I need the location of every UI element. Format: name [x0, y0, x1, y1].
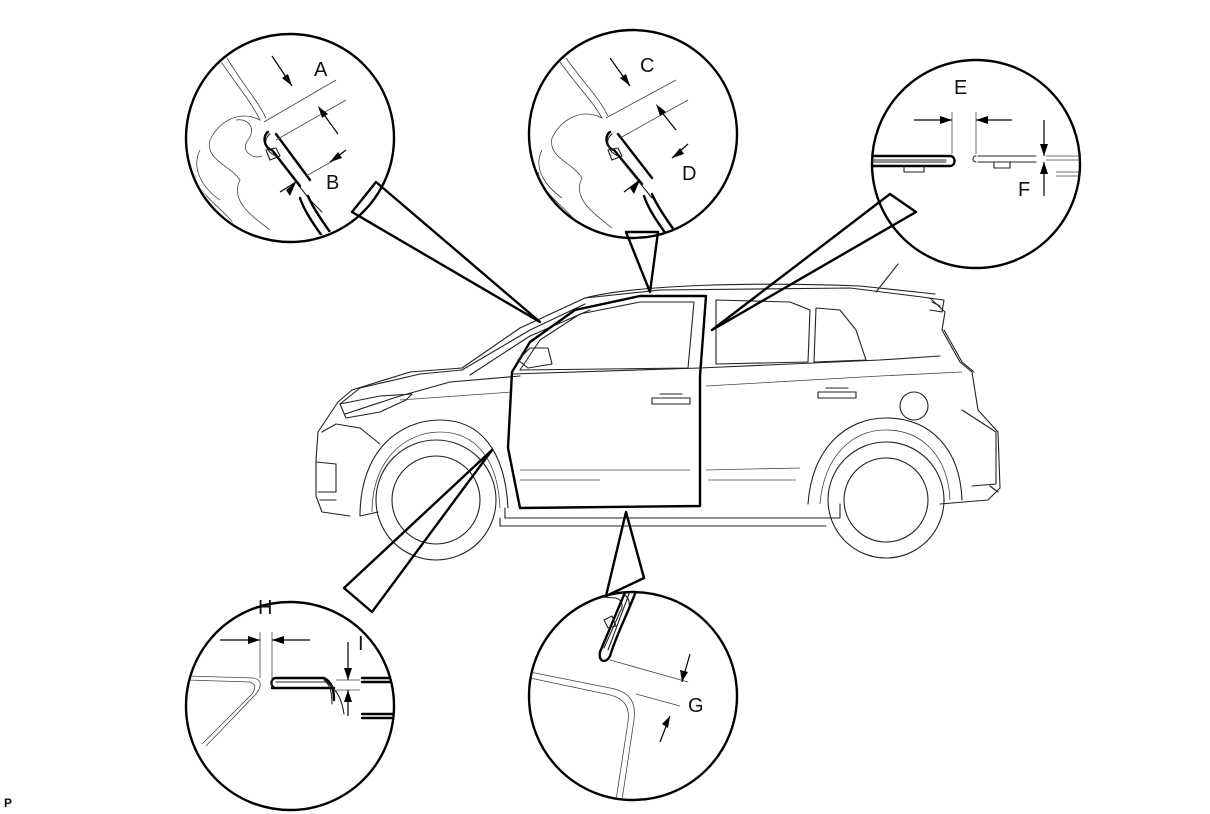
rear-rim: [843, 457, 929, 543]
label-e: E: [954, 77, 967, 99]
rear-door-window: [715, 299, 811, 365]
callout-circle-e-f: [870, 58, 1082, 270]
callout-circle-a-b: [184, 32, 396, 244]
car-windshield: [461, 303, 591, 376]
label-a: A: [314, 59, 328, 81]
car-roof: [584, 283, 941, 307]
rear-wheel-arch: [807, 417, 963, 505]
front-door-handle: [651, 393, 691, 405]
callout-pointer-e-f: [710, 192, 918, 332]
car-tail: [943, 329, 999, 493]
rear-door-handle: [817, 387, 857, 399]
car-hood: [339, 369, 521, 415]
callout-pointer-c-d: [624, 230, 660, 294]
callout-pointer-g: [604, 510, 646, 598]
callout-pointer-h-i: [342, 448, 494, 614]
callout-circle-h-i: [184, 600, 396, 812]
callout-circle-c-d: [527, 28, 739, 240]
label-f: F: [1018, 179, 1030, 201]
label-h: H: [258, 597, 272, 619]
car-body-outline: [317, 287, 1001, 505]
front-rim: [391, 455, 481, 545]
car-front-lower: [315, 431, 379, 517]
rear-wheel-arch-inner: [819, 429, 951, 505]
front-door-mirror: [517, 347, 553, 369]
car-character-line: [399, 371, 963, 401]
front-tire: [375, 439, 497, 561]
label-i: I: [358, 633, 364, 655]
callout-detail-a-b: A B: [184, 32, 542, 324]
callout-detail-e-f: E F: [710, 58, 1082, 332]
label-b: B: [326, 172, 339, 194]
rear-door-lower-line: [705, 467, 801, 481]
car-spoiler: [927, 297, 945, 313]
car-antenna: [875, 263, 899, 293]
front-wheel-arch: [359, 419, 509, 517]
callout-pointer-a-b: [350, 180, 542, 324]
car-headlight: [339, 393, 413, 419]
rear-tire: [827, 441, 945, 559]
fuel-door: [899, 391, 929, 421]
label-c: C: [640, 55, 654, 77]
callout-detail-c-d: C D: [527, 28, 739, 294]
front-door-lower-line: [520, 469, 690, 481]
corner-code: P: [4, 796, 12, 810]
front-wheel-arch-inner: [371, 431, 501, 513]
front-door-window: [519, 301, 695, 371]
car-grille: [315, 423, 381, 501]
callout-circle-g: [527, 590, 739, 802]
callout-detail-g: G: [527, 510, 739, 802]
car-side-view: [315, 263, 1001, 561]
label-d: D: [682, 163, 696, 185]
car-belt-line: [511, 355, 941, 375]
callout-detail-h-i: H I: [184, 448, 494, 812]
quarter-window: [813, 307, 867, 363]
label-g: G: [688, 695, 704, 717]
front-door-outline: [506, 294, 708, 510]
car-rocker: [499, 503, 841, 527]
